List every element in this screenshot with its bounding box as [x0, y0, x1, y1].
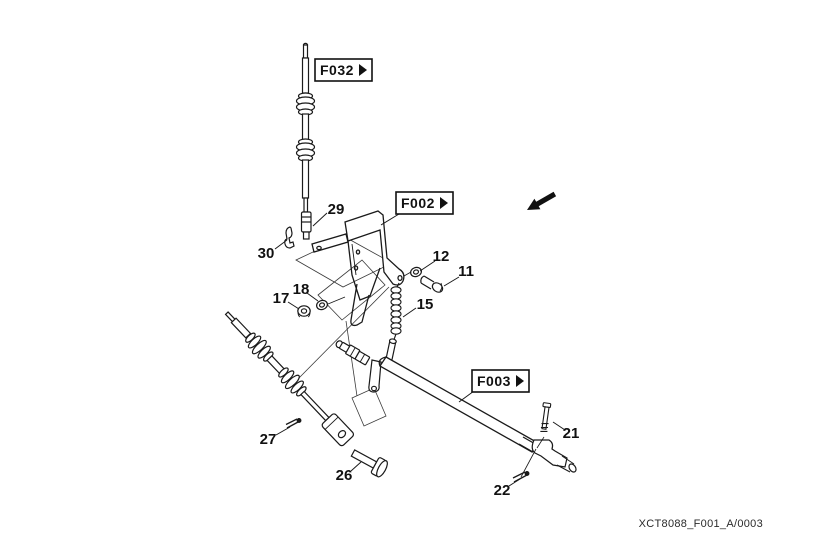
- part-callout-26: 26: [336, 467, 353, 484]
- cotter-pin-27: [285, 418, 302, 429]
- part-callout-29: 29: [328, 201, 345, 218]
- part-callout-27: 27: [260, 431, 277, 448]
- cable-adjuster-and-lever: [335, 338, 397, 393]
- drawing-number: XCT8088_F001_A/0003: [639, 518, 763, 530]
- cable-end-fitting-29: [300, 211, 312, 240]
- figure-ref-f003-label: F003: [477, 373, 511, 389]
- bolt-26: [350, 449, 388, 478]
- figure-ref-f032[interactable]: F032: [314, 58, 373, 82]
- washer-18: [316, 299, 328, 311]
- figure-ref-f032-label: F032: [320, 62, 354, 78]
- mounting-bracket: [311, 210, 405, 327]
- part-callout-30: 30: [258, 245, 275, 262]
- figure-ref-f002-label: F002: [401, 195, 435, 211]
- bolt-11: [420, 275, 444, 293]
- control-cable-lower: [224, 311, 355, 447]
- part-callout-21: 21: [563, 425, 580, 442]
- washer-12: [410, 266, 422, 278]
- forward-triangle-icon: [440, 197, 448, 209]
- figure-ref-f003[interactable]: F003: [471, 369, 530, 393]
- control-cable-upper: [295, 42, 316, 213]
- part-callout-15: 15: [417, 296, 434, 313]
- part-callout-12: 12: [433, 248, 450, 265]
- view-direction-arrow-icon: [527, 191, 557, 210]
- part-callout-11: 11: [458, 263, 474, 280]
- bolt-21: [540, 402, 552, 433]
- forward-triangle-icon: [516, 375, 524, 387]
- leader-lines: [274, 212, 566, 487]
- part-callout-17: 17: [273, 290, 290, 307]
- part-callout-18: 18: [293, 281, 310, 298]
- forward-triangle-icon: [359, 64, 367, 76]
- nut-17: [297, 305, 311, 318]
- return-spring-15: [390, 282, 402, 346]
- retainer-clip-30: [284, 226, 295, 249]
- rod-clevis-end: [518, 436, 577, 473]
- figure-ref-f002[interactable]: F002: [395, 191, 454, 215]
- part-callout-22: 22: [494, 482, 511, 499]
